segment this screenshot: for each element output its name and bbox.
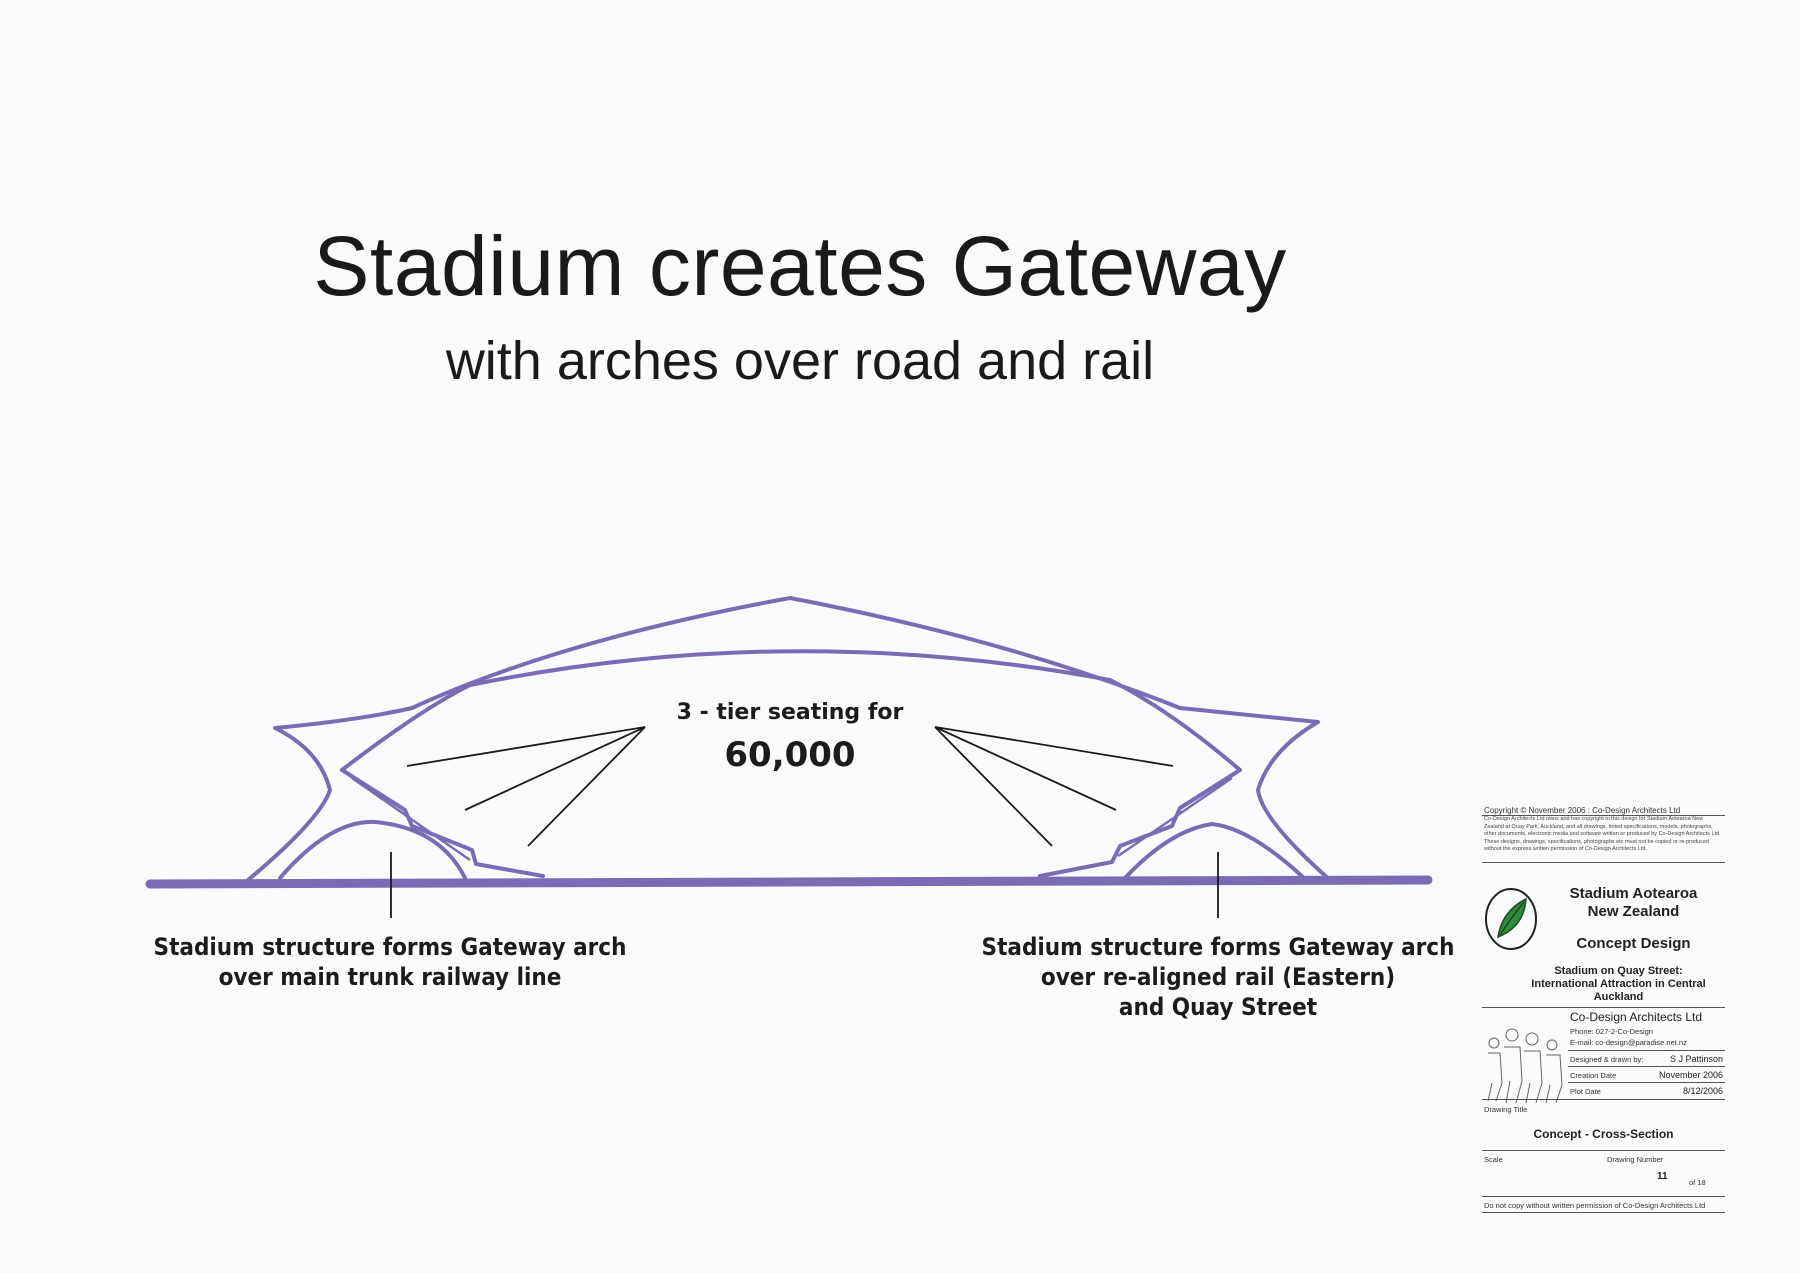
drawing-number: 11 [1657,1171,1668,1182]
roof-outer-arch [410,596,1182,710]
drawing-of-total: of 18 [1689,1178,1706,1187]
scale-label: Scale [1484,1155,1503,1164]
right-outer-leg [1178,706,1332,882]
description: Stadium on Quay Street: International At… [1512,965,1725,1004]
creation-value: November 2006 [1658,1070,1723,1080]
left-gateway-label-line2: over main trunk railway line [218,963,562,991]
left-outer-leg [246,706,414,882]
plot-label: Plot Date [1570,1087,1601,1096]
fern-logo [1485,888,1537,950]
right-tier-detail [1117,776,1233,858]
seating-capacity: 60,000 [724,735,856,775]
description-line1: Stadium on Quay Street: [1554,965,1683,977]
description-line3: Auckland [1593,991,1644,1003]
seating-label: 3 - tier seating for [676,700,904,725]
roof-inner-arch [340,649,1242,772]
ground-line [145,875,1433,889]
left-gateway-arch [278,819,467,880]
right-gateway-label: Stadium structure forms Gateway arch ove… [978,932,1458,1022]
leader-left-2 [464,726,646,811]
firm-email: E-mail: co-design@paradise.net.nz [1570,1038,1687,1047]
footer-notice: Do not copy without written permission o… [1484,1201,1706,1210]
leader-left-3 [527,726,646,847]
right-gateway-arch [1123,822,1306,880]
drawing-title: Concept - Cross-Section [1533,1127,1674,1141]
firm-phone: Phone: 027-2-Co-Design [1570,1027,1653,1036]
left-gateway-label: Stadium structure forms Gateway arch ove… [150,932,630,992]
right-gateway-label-line3: and Quay Street [1118,993,1318,1021]
leader-right-3 [934,726,1053,847]
right-gateway-label-line1: Stadium structure forms Gateway arch [981,933,1455,961]
left-gateway-label-line1: Stadium structure forms Gateway arch [153,933,627,961]
designed-label: Designed & drawn by: [1570,1055,1644,1064]
leader-left-1 [406,726,646,767]
leader-right-1 [934,726,1174,767]
project-line1: Stadium Aotearoa [1569,885,1698,902]
people-sketch [1487,1028,1563,1104]
phase: Concept Design [1576,935,1691,952]
copyright-line: Copyright © November 2006 : Co-Design Ar… [1484,806,1681,815]
left-inner-leg [340,768,545,878]
drawing-title-label: Drawing Title [1484,1105,1528,1114]
copyright-notice: Co-Design Architects Ltd owns and has co… [1484,816,1721,852]
leader-right-2 [934,726,1117,811]
firm-name: Co-Design Architects Ltd [1570,1010,1703,1024]
project-line2: New Zealand [1587,903,1680,920]
right-gateway-label-line2: over re-aligned rail (Eastern) [1040,963,1396,991]
project-name: Stadium Aotearoa New Zealand [1542,885,1725,921]
left-tier-detail [351,776,471,862]
description-line2: International Attraction in Central [1531,978,1706,990]
plot-value: 8/12/2006 [1682,1086,1723,1096]
title-block: Copyright © November 2006 : Co-Design Ar… [1482,805,1725,1215]
creation-label: Creation Date [1570,1071,1617,1080]
drawing-number-label: Drawing Number [1607,1155,1664,1164]
page-subtitle: with arches over road and rail [445,331,1155,391]
designed-value: S J Pattinson [1669,1054,1723,1064]
page-title: Stadium creates Gateway [313,219,1287,313]
